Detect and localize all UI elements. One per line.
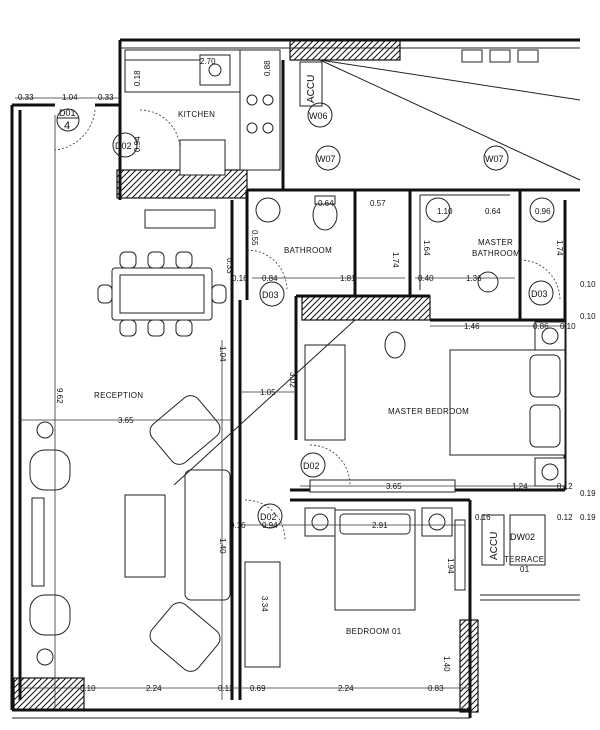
dim-1-36: 1.36 bbox=[466, 274, 482, 283]
dim-0-94: 0.94 bbox=[133, 136, 142, 152]
accu-label-bottom: ACCU bbox=[489, 532, 500, 560]
dim-0-12: 0.12 bbox=[557, 482, 573, 491]
structural-columns bbox=[13, 39, 479, 713]
svg-text:D02: D02 bbox=[260, 512, 277, 522]
window-tag-w07-bathroom: W07 bbox=[315, 145, 341, 171]
dim-0-16: 0.16 bbox=[232, 274, 248, 283]
dim-1-05: 1.05 bbox=[260, 388, 276, 397]
dim-0-33-a: 0.33 bbox=[18, 93, 34, 102]
svg-text:D03: D03 bbox=[531, 289, 548, 299]
room-label-master-bathroom-line2: BATHROOM bbox=[472, 249, 520, 258]
room-label-reception: RECEPTION bbox=[94, 391, 143, 400]
terrace-units bbox=[299, 61, 546, 566]
svg-text:D03: D03 bbox=[262, 290, 279, 300]
dim-0-84: 0.84 bbox=[262, 274, 278, 283]
door-tag-d02-kitchen: D02 bbox=[112, 132, 138, 158]
dim-0-10-d: 0.10 bbox=[80, 684, 96, 693]
dim-0-18: 0.18 bbox=[133, 70, 142, 86]
svg-text:4: 4 bbox=[64, 120, 70, 132]
dim-1-46: 1.46 bbox=[464, 322, 480, 331]
dim-3-02: 3.02 bbox=[288, 372, 297, 388]
interior-walls bbox=[230, 60, 580, 700]
room-label-bathroom: BATHROOM bbox=[284, 246, 332, 255]
window-tag-w07-master: W07 bbox=[483, 145, 509, 171]
door-tag-d03-master: D03 bbox=[528, 280, 554, 306]
dim-1-10: 1.10 bbox=[437, 207, 453, 216]
dim-2-70: 2.70 bbox=[200, 57, 216, 66]
dim-0-40: 0.40 bbox=[418, 274, 434, 283]
kitchen-bench bbox=[144, 209, 216, 229]
accu-label-top: ACCU bbox=[306, 75, 317, 103]
dim-0-69: 0.69 bbox=[250, 684, 266, 693]
dim-0-33-b: 0.33 bbox=[98, 93, 114, 102]
room-label-kitchen: KITCHEN bbox=[178, 110, 215, 119]
dim-1-04: 1.04 bbox=[62, 93, 78, 102]
dim-1-64: 1.64 bbox=[422, 240, 431, 256]
door-tag-d02-master: D02 bbox=[300, 452, 326, 478]
dim-0-12-b: 0.12 bbox=[557, 513, 573, 522]
dim-0-96: 0.96 bbox=[535, 207, 551, 216]
room-label-master-bedroom: MASTER BEDROOM bbox=[388, 407, 469, 416]
dim-0-19-a: 0.19 bbox=[580, 489, 596, 498]
room-label-master-bathroom-line1: MASTER bbox=[478, 238, 513, 247]
svg-text:D02: D02 bbox=[115, 141, 132, 151]
dim-3-65: 3.65 bbox=[118, 416, 134, 425]
svg-text:W07: W07 bbox=[485, 154, 504, 164]
door-tag-d01: D01 4 bbox=[56, 108, 80, 132]
dim-1-81: 1.81 bbox=[340, 274, 356, 283]
dim-2-24-a: 2.24 bbox=[146, 684, 162, 693]
dim-0-12-c: 0.12 bbox=[218, 684, 234, 693]
dim-0-10-b: 0.10 bbox=[580, 312, 596, 321]
dim-0-16-c: 0.16 bbox=[475, 513, 491, 522]
dim-0-94-b: 0.94 bbox=[262, 521, 278, 530]
dim-9-62: 9.62 bbox=[55, 388, 64, 404]
door-swings bbox=[54, 109, 561, 541]
door-tag-dw02: DW02 bbox=[510, 532, 535, 542]
room-label-terrace-line2: 01 bbox=[520, 565, 530, 574]
svg-text:W06: W06 bbox=[309, 111, 328, 121]
dim-1-94: 1.94 bbox=[446, 558, 455, 574]
dim-0-16-b: 0.16 bbox=[230, 521, 246, 530]
dim-0-10-c: 0.10 bbox=[560, 322, 576, 331]
dim-2-24-b: 2.24 bbox=[338, 684, 354, 693]
kitchen-counter bbox=[124, 49, 281, 176]
window-tag-w06: W06 bbox=[307, 102, 333, 128]
door-tag-d03-bathroom: D03 bbox=[259, 281, 285, 307]
dim-0-19-b: 0.19 bbox=[580, 513, 596, 522]
reception-furniture bbox=[29, 395, 231, 672]
dim-0-57: 0.57 bbox=[370, 199, 386, 208]
bathroom-fixtures bbox=[255, 195, 555, 359]
dim-0-33-c: 0.33 bbox=[225, 258, 234, 274]
room-label-terrace-line1: TERRACE bbox=[504, 555, 544, 564]
dim-0-64: 0.64 bbox=[318, 199, 334, 208]
dim-0-88: 0.88 bbox=[263, 60, 272, 76]
dim-0-86: 0.86 bbox=[533, 322, 549, 331]
dim-3-65-b: 3.65 bbox=[386, 482, 402, 491]
dim-1-74-b: 1.74 bbox=[555, 240, 564, 256]
dim-0-10-a: 0.10 bbox=[580, 280, 596, 289]
svg-text:D02: D02 bbox=[303, 461, 320, 471]
dim-1-24: 1.24 bbox=[512, 482, 528, 491]
door-tag-d02-bedroom: D02 bbox=[257, 503, 283, 529]
master-bedroom-furniture bbox=[304, 321, 566, 493]
dimension-lines bbox=[15, 97, 565, 710]
top-windows bbox=[319, 49, 581, 181]
dim-1-40-b: 1.40 bbox=[442, 656, 451, 672]
svg-text:D01: D01 bbox=[59, 108, 76, 118]
svg-text:W07: W07 bbox=[317, 154, 336, 164]
dim-1-74-a: 1.74 bbox=[391, 252, 400, 268]
dim-3-34: 3.34 bbox=[260, 596, 269, 612]
dining-table bbox=[97, 251, 227, 337]
dim-0-83: 0.83 bbox=[428, 684, 444, 693]
dim-1-40: 1.40 bbox=[218, 538, 227, 554]
dim-0-64-b: 0.64 bbox=[485, 207, 501, 216]
dim-0-55: 0.55 bbox=[250, 230, 259, 246]
room-label-bedroom01: BEDROOM 01 bbox=[346, 627, 402, 636]
dim-1-04-b: 1.04 bbox=[218, 346, 227, 362]
dim-2-91: 2.91 bbox=[372, 521, 388, 530]
bedroom01-furniture bbox=[244, 507, 466, 668]
